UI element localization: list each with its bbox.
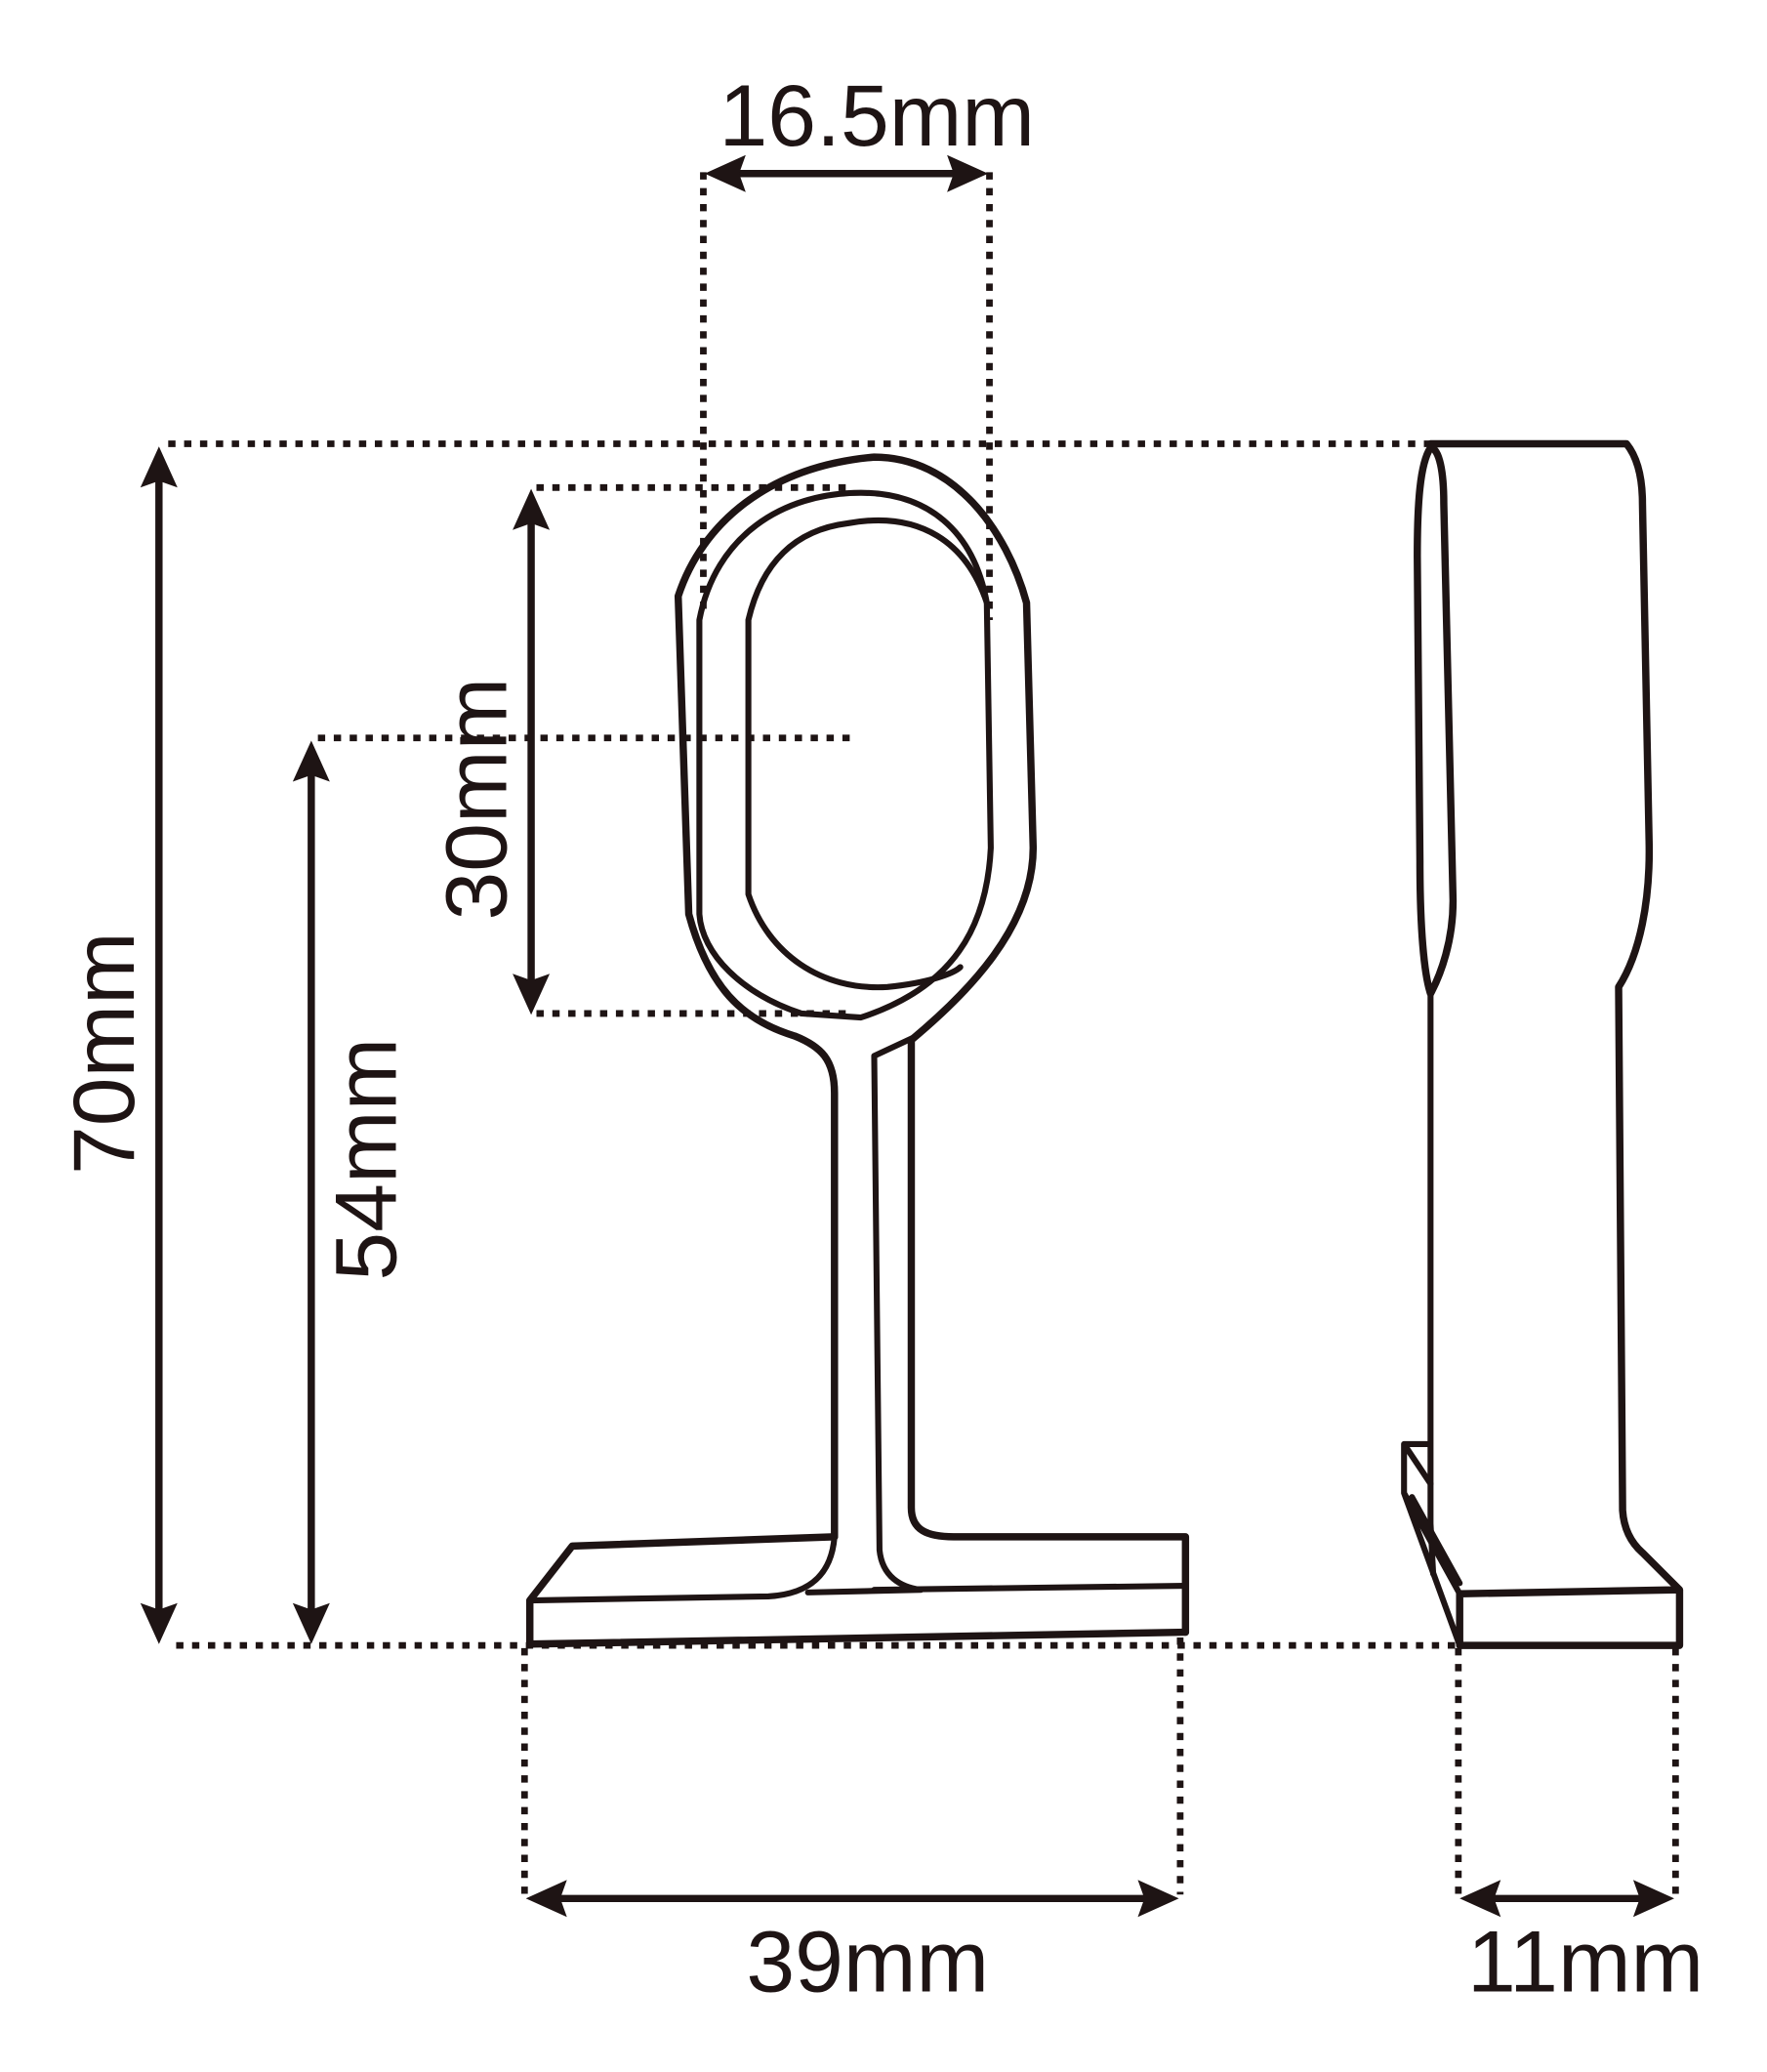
front-outer-contour (674, 453, 1190, 1637)
reference-lines (168, 172, 1679, 1895)
arrow-down-icon (513, 974, 551, 1015)
side-flange (1401, 1440, 1463, 1649)
dimension-16-5mm (704, 154, 989, 192)
side-oval-edge (1414, 443, 1458, 998)
dimension-30mm (513, 488, 551, 1015)
label-center-height: 54mm (317, 1038, 415, 1281)
arrow-left-icon (704, 154, 746, 192)
front-base-top-edge (526, 1533, 838, 1604)
arrow-right-icon (1632, 1880, 1674, 1918)
side-body-contour (1426, 439, 1684, 1649)
label-base-depth: 11mm (1467, 1912, 1704, 2010)
dimension-39mm (525, 1880, 1179, 1918)
front-stem-inner-line (804, 1034, 925, 1595)
label-oval-height: 30mm (427, 678, 524, 921)
front-inner-oval (745, 517, 990, 991)
dimension-11mm (1459, 1880, 1674, 1918)
arrow-left-icon (1459, 1880, 1501, 1918)
side-view (1401, 439, 1684, 1649)
arrow-up-icon (513, 488, 551, 530)
arrow-right-icon (947, 154, 989, 192)
front-view (525, 453, 1190, 1648)
arrow-up-icon (292, 740, 330, 782)
arrow-right-icon (1137, 1880, 1179, 1918)
label-base-width: 39mm (746, 1912, 989, 2010)
dimension-70mm (140, 446, 178, 1644)
dimension-54mm (292, 740, 330, 1644)
arrow-left-icon (525, 1880, 567, 1918)
arrow-up-icon (140, 446, 178, 488)
label-oval-width: 16.5mm (719, 66, 1034, 164)
label-overall-height: 70mm (55, 932, 152, 1175)
front-base-right-edge (871, 1583, 1189, 1594)
side-stem-left-line (1427, 990, 1437, 1577)
arrow-down-icon (140, 1602, 178, 1644)
front-middle-ring (696, 489, 994, 1021)
arrow-down-icon (292, 1602, 330, 1644)
